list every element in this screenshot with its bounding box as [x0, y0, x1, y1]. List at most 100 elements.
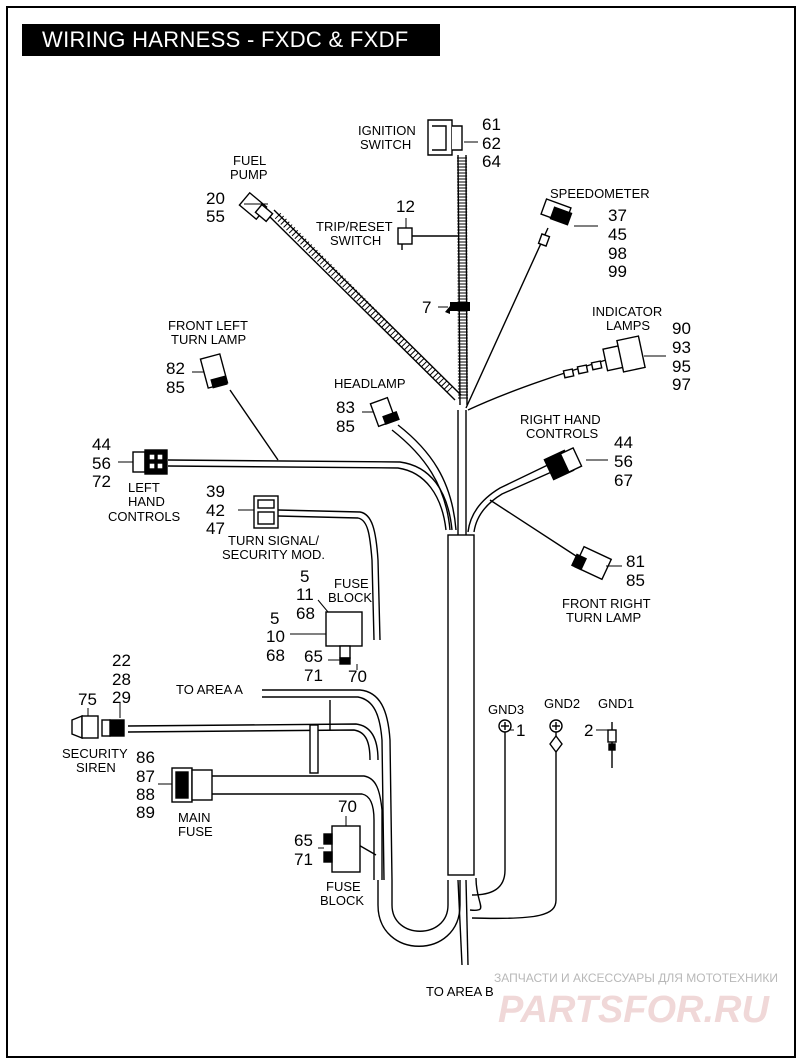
- left-hand-num-3: 72: [92, 472, 111, 491]
- headlamp-wire: [397, 424, 457, 531]
- conduit-rib: [364, 303, 372, 311]
- headlamp-connector: [369, 396, 400, 428]
- conduit-rib: [440, 380, 448, 387]
- turn-signal-label-2: SECURITY MOD.: [222, 547, 325, 562]
- conduit-rib: [387, 326, 394, 333]
- fuse-bottom-num-70: 70: [338, 797, 357, 816]
- conduit-rib: [415, 355, 422, 362]
- clip-7: [445, 302, 470, 314]
- fuel-pump-label-2: PUMP: [230, 167, 268, 182]
- conduit-rib: [311, 249, 318, 257]
- right-hand-num-3: 67: [614, 471, 633, 490]
- left-hand-label-3: CONTROLS: [108, 509, 181, 524]
- conduit-rib: [367, 306, 374, 314]
- gnd1-terminal: [607, 722, 617, 768]
- fuel-pump-num-2: 55: [206, 207, 225, 226]
- conduit-rib: [376, 315, 383, 322]
- conduit-rib: [345, 283, 352, 291]
- item-7-num: 7: [422, 298, 431, 317]
- fuel-pump-wire: [267, 214, 456, 401]
- ignition-wire: [457, 154, 461, 406]
- bottom-loop: [377, 880, 461, 947]
- fuse-block-bottom-label-2: BLOCK: [320, 893, 364, 908]
- fuse-block-bottom: [323, 825, 361, 873]
- trip-reset-label-1: TRIP/RESET: [316, 219, 393, 234]
- conduit-rib: [392, 332, 400, 339]
- main-fuse-wire: [212, 775, 383, 880]
- page-frame: [6, 6, 796, 1058]
- turn-signal-label-1: TURN SIGNAL/: [228, 533, 319, 548]
- right-hand-label-1: RIGHT HAND: [520, 412, 601, 427]
- right-hand-wire: [467, 461, 555, 533]
- front-right-num-2: 85: [626, 571, 645, 590]
- conduit-rib: [426, 366, 434, 373]
- watermark-text: ЗАПЧАСТИ И АКСЕССУАРЫ ДЛЯ МОТОТЕХНИКИ: [494, 971, 778, 985]
- main-fuse-num-2: 87: [136, 767, 155, 786]
- fuel-pump-label-1: FUEL: [233, 153, 266, 168]
- gnd3-label: GND3: [488, 702, 524, 717]
- labels: IGNITION SWITCH 61 62 64 FUEL PUMP 20 55…: [62, 115, 778, 1031]
- front-left-num-1: 82: [166, 359, 185, 378]
- speedometer-num-4: 99: [608, 262, 627, 281]
- indicator-lamps-label-1: INDICATOR: [592, 304, 662, 319]
- headlamp-label: HEADLAMP: [334, 376, 406, 391]
- conduit-rib: [286, 224, 293, 231]
- right-hand-label-2: CONTROLS: [526, 426, 599, 441]
- conduit-rib: [406, 346, 414, 353]
- conduit-rib: [409, 349, 417, 356]
- fuse-block-top: [325, 611, 363, 665]
- ignition-num-3: 64: [482, 152, 501, 171]
- fuse-top-a-num-3: 68: [296, 604, 315, 623]
- ignition-num-2: 62: [482, 134, 501, 153]
- conduit-rib: [423, 363, 431, 370]
- fuse-bottom-num-1: 65: [294, 831, 313, 850]
- conduit-rib: [342, 281, 349, 288]
- left-hand-label-2: HAND: [128, 494, 165, 509]
- security-siren-label-1: SECURITY: [62, 746, 128, 761]
- conduit-rib: [384, 323, 391, 331]
- fuse-block-bottom-label-1: FUSE: [326, 879, 361, 894]
- conduit-rib: [322, 261, 330, 268]
- leader-lines: [87, 141, 666, 849]
- headlamp-num-1: 83: [336, 398, 355, 417]
- conduit-rib: [347, 286, 355, 294]
- ignition-switch-label-1: IGNITION: [358, 123, 416, 138]
- security-siren-connector: [71, 714, 125, 740]
- speedometer-connector: [537, 198, 573, 247]
- ignition-switch-connector: [427, 119, 463, 156]
- conduit-rib: [359, 298, 366, 305]
- gnd-num-2: 2: [584, 721, 593, 740]
- fuse-top-a-num-2: 11: [296, 585, 314, 604]
- trip-reset-label-2: SWITCH: [330, 233, 381, 248]
- siren-num-2: 28: [112, 670, 131, 689]
- conduit-ribs-fuel: [274, 212, 453, 393]
- left-hand-connector: [132, 449, 168, 475]
- front-left-label-1: FRONT LEFT: [168, 318, 248, 333]
- trip-reset-num: 12: [396, 197, 415, 216]
- fuse-block-top-label-1: FUSE: [334, 576, 369, 591]
- conduit-rib: [432, 372, 439, 379]
- area-b-wire: [457, 879, 463, 966]
- wires: [127, 154, 607, 966]
- main-fuse-num-3: 88: [136, 785, 155, 804]
- conduit-rib: [339, 278, 346, 285]
- speedometer-wire: [465, 227, 549, 409]
- watermark-logo: PARTSFOR.RU: [498, 989, 770, 1031]
- fuse-top-b-num-2: 10: [266, 627, 285, 646]
- gnd1-label: GND1: [598, 696, 634, 711]
- conduit-rib: [418, 357, 425, 365]
- conduit-rib: [288, 227, 296, 234]
- fuel-pump-connector: [238, 191, 274, 223]
- turn-signal-num-3: 47: [206, 519, 225, 538]
- conduit-rib: [350, 289, 358, 296]
- fuse-top-num-70: 70: [348, 667, 367, 686]
- conduit-rib: [300, 238, 307, 245]
- fuse-block-top-label-2: BLOCK: [328, 590, 372, 605]
- conduit-rib: [305, 244, 313, 251]
- ignition-num-1: 61: [482, 115, 501, 134]
- ignition-switch-label-2: SWITCH: [360, 137, 411, 152]
- gnd2-wire: [471, 760, 557, 920]
- gnd3-wire: [471, 740, 506, 896]
- main-fuse-num-1: 86: [136, 748, 155, 767]
